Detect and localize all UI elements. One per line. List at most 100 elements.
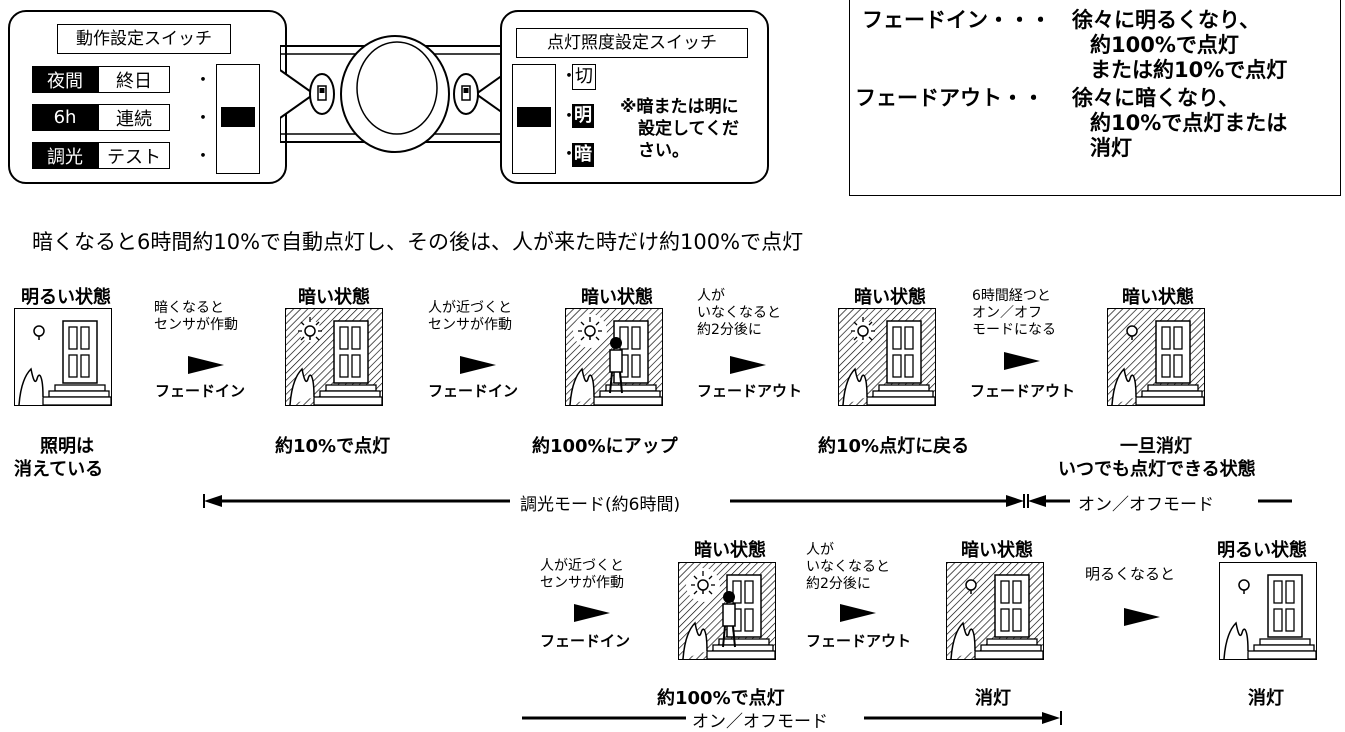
dimming-mode-label: 調光モード(約6時間) (514, 490, 687, 515)
row1-result-2: 約10%で点灯 (275, 436, 391, 457)
row1-action-2: フェードイン (428, 382, 519, 400)
row2-scene-2 (946, 562, 1044, 660)
row1-state-1: 明るい状態 (21, 287, 111, 308)
row1-action-1: フェードイン (155, 382, 246, 400)
row1-state-4: 暗い状態 (854, 287, 926, 308)
row1-trigger-4-line-2: オン／オフ (972, 305, 1042, 321)
mode-label-night: 夜間 (32, 66, 98, 93)
row1-arrow-2 (460, 356, 496, 374)
row1-trigger-2-line-2: センサが作動 (428, 317, 512, 333)
row2-trigger-1-line-1: 人が近づくと (540, 558, 624, 574)
row1-trigger-1-line-2: センサが作動 (154, 317, 238, 333)
row2-arrow-1 (574, 604, 610, 622)
row2-action-2: フェードアウト (806, 632, 912, 650)
row2-arrow-2 (840, 604, 876, 622)
row1-trigger-3-line-1: 人が (697, 288, 725, 304)
row1-trigger-2: 人が近づくと センサが作動 (428, 300, 512, 334)
row1-trigger-2-line-1: 人が近づくと (428, 300, 512, 316)
row1-state-5: 暗い状態 (1122, 287, 1194, 308)
mode-label-allday: 終日 (98, 66, 170, 93)
row2-result-1: 約100%で点灯 (657, 688, 785, 709)
row2-trigger-2: 人が いなくなると 約2分後に (806, 542, 890, 593)
legend-fade-in-desc-3: または約10%で点灯 (1090, 58, 1288, 82)
onoff-timeline (522, 711, 1062, 725)
mode-slide-switch[interactable] (216, 64, 260, 174)
row1-result-1b: 消えている (14, 459, 104, 480)
row1-action-4: フェードアウト (970, 382, 1076, 400)
row1-arrow-4 (1004, 352, 1040, 370)
mode-row-2: 6h 連続 (32, 104, 170, 131)
row1-state-3: 暗い状態 (581, 287, 653, 308)
mode-timeline (203, 494, 1292, 508)
legend-fade-out-desc-3: 消灯 (1090, 136, 1132, 160)
row2-trigger-2-line-3: 約2分後に (806, 576, 871, 592)
row2-trigger-3: 明るくなると (1085, 566, 1175, 583)
row1-trigger-1-line-1: 暗くなると (154, 300, 224, 316)
row2-scene-3 (1219, 562, 1317, 660)
mode-label-test: テスト (98, 142, 170, 169)
legend-box (849, 0, 1341, 196)
row1-result-5b: いつでも点灯できる状態 (1058, 459, 1256, 480)
row2-arrow-3 (1124, 608, 1160, 626)
row1-scene-5 (1107, 308, 1205, 406)
row2-trigger-1-line-2: センサが作動 (540, 575, 624, 591)
row2-state-3: 明るい状態 (1217, 540, 1307, 561)
row2-result-2: 消灯 (975, 688, 1011, 709)
row1-result-3: 約100%にアップ (532, 436, 678, 457)
mode-label-dimming: 調光 (32, 142, 98, 169)
legend-fade-out-desc-2: 約10%で点灯または (1090, 111, 1288, 135)
row1-action-3: フェードアウト (697, 382, 803, 400)
mode-label-continuous: 連続 (98, 104, 170, 131)
lux-option-off: 切 (572, 64, 596, 90)
mode-row-1: 夜間 終日 (32, 66, 170, 93)
lux-option-dark: 暗 (572, 143, 594, 167)
mode-slide-knob[interactable] (221, 107, 255, 127)
lux-option-bright: 明 (572, 104, 594, 128)
lux-dot-1: ・ (560, 66, 578, 87)
row1-result-4: 約10%点灯に戻る (818, 436, 970, 457)
mode-dot-3: ・ (194, 146, 212, 167)
lux-note-line-3: さい。 (638, 141, 689, 161)
row1-result-5a: 一旦消灯 (1120, 436, 1192, 457)
mode-dot-1: ・ (194, 70, 212, 91)
operation-switch-title: 動作設定スイッチ (57, 24, 231, 54)
row1-scene-1 (14, 308, 112, 406)
legend-fade-out-label: フェードアウト・・ (855, 86, 1044, 110)
lux-note-line-1: ※暗または明に (620, 97, 739, 117)
row1-trigger-4-line-1: 6時間経つと (972, 288, 1051, 304)
row1-trigger-3-line-3: 約2分後に (697, 322, 762, 338)
mode-row-3: 調光 テスト (32, 142, 170, 169)
sensor-unit-illustration (280, 35, 510, 153)
row1-arrow-3 (730, 356, 766, 374)
row2-state-2: 暗い状態 (961, 540, 1033, 561)
row2-trigger-3-line-1: 明るくなると (1085, 565, 1176, 583)
legend-fade-out-desc-1: 徐々に暗くなり、 (1072, 86, 1240, 110)
lux-slide-switch[interactable] (512, 64, 556, 174)
row1-scene-3 (565, 308, 663, 406)
lux-note-line-2: 設定してくだ (638, 119, 739, 139)
row1-scene-2 (285, 308, 383, 406)
mode-label-6h: 6h (32, 104, 98, 131)
diagram-caption: 暗くなると6時間約10%で自動点灯し、その後は、人が来た時だけ約100%で点灯 (32, 230, 804, 254)
lux-slide-knob[interactable] (517, 107, 551, 127)
legend-fade-in-desc-1: 徐々に明るくなり、 (1072, 8, 1261, 32)
row1-trigger-1: 暗くなると センサが作動 (154, 300, 238, 334)
row2-trigger-2-line-1: 人が (806, 542, 834, 558)
row1-result-1a: 照明は (40, 436, 94, 457)
row1-trigger-4-line-3: モードになる (972, 322, 1056, 338)
row1-state-2: 暗い状態 (298, 287, 370, 308)
lux-switch-title: 点灯照度設定スイッチ (516, 28, 748, 58)
row1-trigger-4: 6時間経つと オン／オフ モードになる (972, 288, 1056, 339)
legend-fade-in-label: フェードイン・・・ (862, 8, 1051, 32)
row1-scene-4 (838, 308, 936, 406)
row2-state-1: 暗い状態 (694, 540, 766, 561)
lux-note: ※暗または明に 設定してくだ さい。 (620, 96, 739, 162)
row1-trigger-3-line-2: いなくなると (697, 305, 781, 321)
row2-trigger-1: 人が近づくと センサが作動 (540, 558, 624, 592)
mode-dot-2: ・ (194, 108, 212, 129)
row1-arrow-1 (188, 356, 224, 374)
row2-trigger-2-line-2: いなくなると (806, 559, 890, 575)
onoff-mode-label-1: オン／オフモード (1072, 490, 1220, 515)
row1-trigger-3: 人が いなくなると 約2分後に (697, 288, 781, 339)
legend-fade-in-desc-2: 約100%で点灯 (1090, 33, 1239, 57)
